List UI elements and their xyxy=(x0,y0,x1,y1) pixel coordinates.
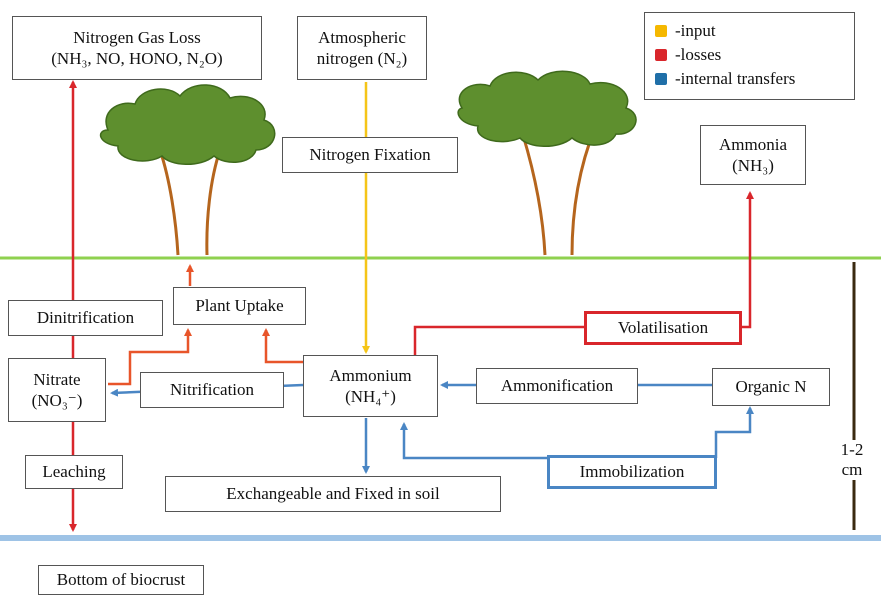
legend: -input -losses -internal transfers xyxy=(644,12,855,100)
dinitrification-box: Dinitrification xyxy=(8,300,163,336)
ammonia-title: Ammonia xyxy=(719,134,787,154)
ammonium-title: Ammonium xyxy=(329,365,412,385)
ammonium-to-uptake-arrow xyxy=(262,328,303,364)
legend-item-losses: -losses xyxy=(655,43,844,67)
bottom-of-biocrust-box: Bottom of biocrust xyxy=(38,565,204,595)
nitrification-box: Nitrification xyxy=(140,372,284,408)
nitrogen-fixation-box: Nitrogen Fixation xyxy=(282,137,458,173)
gas-loss-title: Nitrogen Gas Loss xyxy=(73,27,201,47)
legend-losses-label: -losses xyxy=(675,45,722,64)
atmospheric-title: Atmospheric xyxy=(318,27,406,47)
depth-unit: cm xyxy=(841,460,863,479)
ammonification-label: Ammonification xyxy=(500,376,614,396)
volatilisation-arrow xyxy=(413,191,754,355)
ammonium-box: Ammonium (NH₄⁺) xyxy=(303,355,438,417)
immobilization-box: Immobilization xyxy=(547,455,717,489)
exchangeable-label: Exchangeable and Fixed in soil xyxy=(226,484,440,504)
nitrate-box: Nitrate (NO₃⁻) xyxy=(8,358,106,422)
organic-n-box: Organic N xyxy=(712,368,830,406)
leaching-label: Leaching xyxy=(42,462,106,482)
legend-input-label: -input xyxy=(675,21,716,40)
nitrification-label: Nitrification xyxy=(169,380,255,400)
nitrate-formula: (NO₃⁻) xyxy=(31,391,83,410)
legend-internal-label: -internal transfers xyxy=(675,69,796,88)
nitrate-to-uptake-arrow xyxy=(108,328,192,386)
immobilization-arrow xyxy=(400,422,547,460)
atmospheric-formula: nitrogen (N₂) xyxy=(316,49,408,68)
exchangeable-box: Exchangeable and Fixed in soil xyxy=(165,476,501,512)
bottom-of-biocrust-label: Bottom of biocrust xyxy=(56,570,186,590)
leaching-box: Leaching xyxy=(25,455,123,489)
ammonia-formula: (NH₃) xyxy=(732,156,774,175)
immobilization-to-organic-arrow xyxy=(714,406,754,458)
legend-item-internal: -internal transfers xyxy=(655,67,844,91)
depth-value: 1-2 xyxy=(840,440,864,459)
plant-uptake-label: Plant Uptake xyxy=(195,296,284,316)
atmospheric-nitrogen-box: Atmospheric nitrogen (N₂) xyxy=(297,16,427,80)
dinitrification-label: Dinitrification xyxy=(36,308,135,328)
nitrogen-fixation-label: Nitrogen Fixation xyxy=(309,145,431,165)
tree-right xyxy=(457,70,637,256)
losses-swatch xyxy=(655,49,667,61)
volatilisation-label: Volatilisation xyxy=(617,318,709,338)
gas-loss-compounds: (NH₃, NO, HONO, N₂O) xyxy=(51,49,223,68)
volatilisation-box: Volatilisation xyxy=(584,311,742,345)
input-swatch xyxy=(655,25,667,37)
immobilization-label: Immobilization xyxy=(579,462,685,482)
ammonification-box: Ammonification xyxy=(476,368,638,404)
plant-uptake-box: Plant Uptake xyxy=(173,287,306,325)
legend-item-input: -input xyxy=(655,19,844,43)
gas-loss-box: Nitrogen Gas Loss (NH₃, NO, HONO, N₂O) xyxy=(12,16,262,80)
ammonium-formula: (NH₄⁺) xyxy=(345,387,396,406)
ammonia-box: Ammonia (NH₃) xyxy=(700,125,806,185)
organic-n-label: Organic N xyxy=(735,377,807,397)
nitrate-title: Nitrate xyxy=(33,369,81,389)
internal-swatch xyxy=(655,73,667,85)
tree-left xyxy=(99,84,276,256)
depth-label: 1-2 cm xyxy=(830,440,874,480)
